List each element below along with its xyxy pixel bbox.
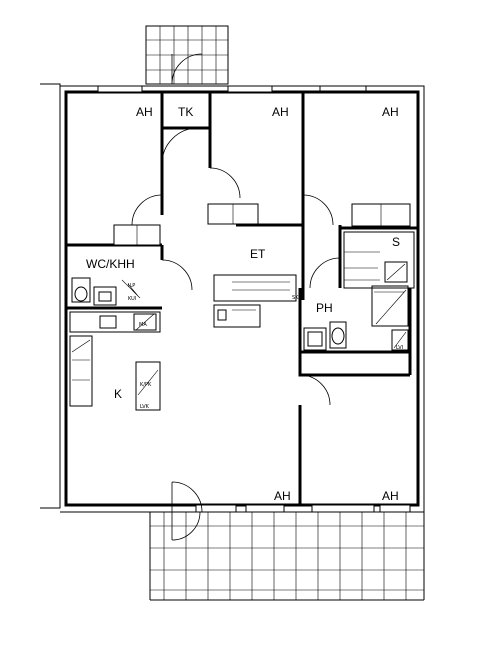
sauna-benches — [343, 231, 415, 289]
kitchen-counters — [69, 311, 161, 411]
room-label-wc-khh: WC/KHH — [86, 257, 135, 271]
left-neighbor-wall — [40, 83, 61, 509]
room-label-k: K — [114, 387, 122, 401]
room-label-ah-top-mid: AH — [272, 105, 289, 119]
room-label-ah-bottom-right: AH — [382, 489, 399, 503]
fixture-label-kpk: K/PK — [140, 382, 152, 388]
wc-fixtures — [71, 277, 141, 306]
room-label-ah-bottom-mid: AH — [274, 489, 291, 503]
top-balcony — [145, 25, 229, 85]
fixture-label-ilp: ILP — [128, 283, 135, 289]
room-label-ah-top-right: AH — [382, 105, 399, 119]
fixture-label-sk: SK — [292, 295, 299, 301]
fixture-label-lvk: LVK — [140, 404, 150, 410]
ph-fixtures — [303, 285, 409, 351]
et-cabinets — [213, 274, 297, 328]
fixture-label-lvi: LVI — [396, 345, 403, 351]
room-label-ph: PH — [316, 301, 333, 315]
room-label-ah-top-left: AH — [136, 105, 153, 119]
room-label-tk: TK — [178, 105, 193, 119]
wardrobes — [113, 203, 411, 246]
fixture-label-kui: KUI — [128, 296, 136, 302]
room-label-s: S — [392, 235, 400, 249]
bottom-balcony — [149, 511, 425, 601]
fixture-label-ma: MA — [139, 322, 147, 328]
doors — [131, 53, 341, 541]
room-label-et: ET — [250, 247, 266, 261]
